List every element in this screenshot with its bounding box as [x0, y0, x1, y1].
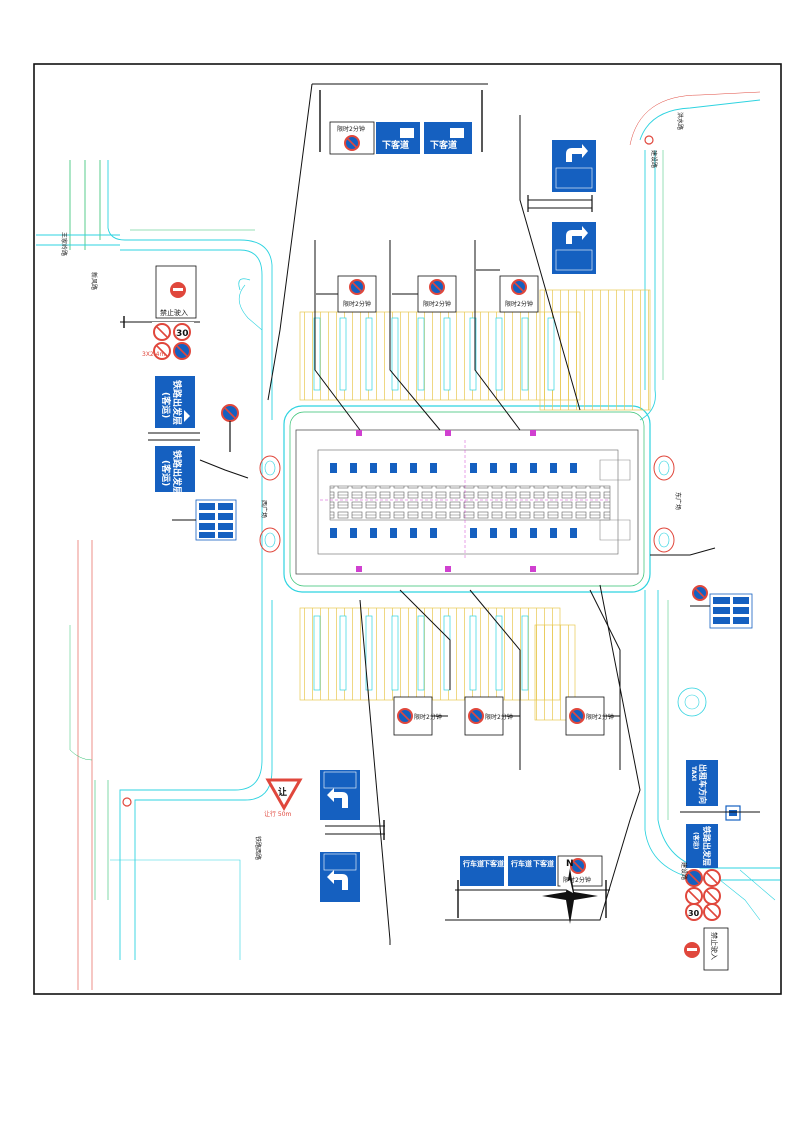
sign-parking-s2: 限时2分钟: [464, 696, 520, 736]
road-labels: 王家岭路 新风路 铁路西路 西广场 东广场 洪水路 建设路 建设路: [60, 112, 688, 880]
temp-parking-label: 限时2分钟: [337, 125, 365, 133]
sign-no-entry-left: 禁止驶入: [120, 265, 200, 328]
yield-text: 让: [278, 786, 287, 798]
lane-on-a: 行车道: [462, 859, 484, 868]
lane-off-a: 下客道: [483, 859, 504, 868]
road-label-bottom-right: 建设路: [680, 862, 688, 880]
north-compass: N: [542, 859, 598, 924]
sign-direction-right: 出租车方向 TAXI 铁路出发层 (客运): [680, 760, 760, 868]
station-exit-left-b-sub: (客运): [160, 460, 172, 486]
temp-parking-n3: 限时2分钟: [505, 300, 533, 308]
road-label-top-right: 洪水路: [676, 112, 684, 130]
leader-lines: [199, 83, 716, 941]
plaza-label-west: 西广场: [260, 500, 268, 518]
sign-turn-right-lower: [552, 222, 596, 274]
temp-parking-n2: 限时2分钟: [423, 300, 451, 308]
parking-south: [299, 607, 576, 721]
temp-parking-s3: 限时2分钟: [586, 713, 614, 721]
no-entry-label-left: 禁止驶入: [160, 308, 188, 317]
sign-top-lane: 限时2分钟 下客道 下客道: [319, 90, 483, 155]
sign-info-left: [172, 499, 237, 541]
road-label-top-right-b: 建设路: [650, 150, 658, 168]
station-exit-left-sub: (客运): [160, 392, 172, 418]
sign-no-parking-left: [221, 404, 239, 452]
sign-yield: 让 让行 50m: [264, 778, 303, 818]
speed-limit-right: 30: [688, 909, 700, 918]
sign-parking-n1: 限时2分钟: [316, 275, 377, 313]
speed-limit-left: 30: [176, 329, 189, 339]
sign-info-right: [690, 585, 753, 629]
lane-top-a: 下客道: [382, 139, 409, 151]
temp-parking-s1: 限时2分钟: [414, 713, 442, 721]
road-label-a: 王家岭路: [60, 232, 68, 256]
lane-off-b: 下客道: [533, 859, 554, 868]
sign-turn-left-lower: [320, 852, 360, 902]
temp-parking-bottom: 限时2分钟: [563, 876, 591, 884]
sign-parking-s1: 限时2分钟: [393, 696, 448, 736]
height-label: 3X2.4m: [142, 351, 165, 358]
plaza-label-east: 东广场: [674, 492, 682, 510]
sign-station-exit-left-b: 铁路出发层 (客运): [155, 446, 195, 495]
sign-parking-n3: 限时2分钟: [476, 269, 539, 313]
parking-north: [299, 289, 651, 411]
sign-station-exit-left: 铁路出发层 (客运): [148, 376, 200, 441]
temp-parking-n1: 限时2分钟: [343, 300, 371, 308]
sign-turn-right-upper: [527, 140, 596, 212]
sign-turn-left-upper: [320, 770, 385, 840]
no-entry-label-right: 禁止驶入: [710, 932, 719, 960]
station-exit-right: 铁路出发层: [702, 826, 712, 866]
road-network: [36, 91, 780, 990]
temp-parking-s2: 限时2分钟: [485, 713, 513, 721]
taxi-direction-sub: TAXI: [690, 766, 697, 781]
taxi-direction: 出租车方向: [698, 764, 708, 804]
sign-no-entry-right: 禁止驶入: [684, 927, 729, 971]
drawing-frame: [33, 63, 782, 995]
lane-top-b: 下客道: [430, 139, 457, 151]
sign-prohibition-grid-left: 30 3X2.4m: [142, 322, 194, 362]
sign-parking-s3: 限时2分钟: [565, 696, 620, 736]
yield-note: 让行 50m: [264, 810, 292, 818]
station-building: [259, 405, 675, 593]
sign-parking-n2: 限时2分钟: [392, 275, 457, 313]
station-exit-left: 铁路出发层: [171, 380, 183, 425]
sign-prohibition-grid-right: 30: [685, 869, 721, 921]
road-label-b: 新风路: [90, 272, 98, 290]
station-exit-right-sub: (客运): [692, 832, 700, 850]
compass-north-label: N: [566, 859, 574, 869]
sign-bottom-lane: 行车道 下客道 行车道 下客道 限时2分钟: [455, 855, 610, 918]
road-label-c: 铁路西路: [254, 836, 262, 860]
station-exit-left-b: 铁路出发层: [171, 450, 183, 495]
lane-on-b: 行车道: [510, 859, 532, 868]
